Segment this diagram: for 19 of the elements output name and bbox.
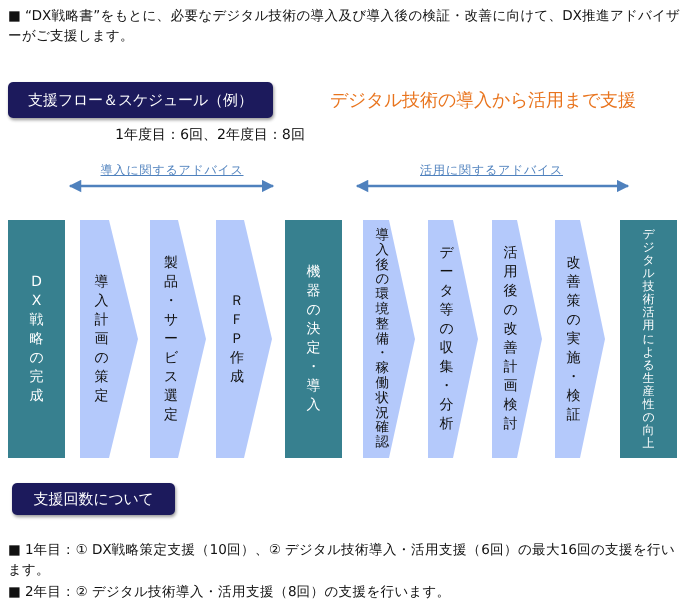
step-text: 改善策の実施・検証 xyxy=(566,254,582,424)
step-text: ＲＦＰ作成 xyxy=(228,292,245,386)
advice-label: 導入に関するアドバイス xyxy=(100,162,244,179)
session-count: 1年度目：6回、2年度目：8回 xyxy=(114,126,306,144)
step-text: 導入後の環境整備・稼働状況確認 xyxy=(374,228,390,450)
step-text: 機器の決定・導入 xyxy=(305,263,322,415)
heading-badge: 支援フロー＆スケジュール（例） xyxy=(8,82,273,118)
step-text: 製品・サービス選定 xyxy=(162,254,179,424)
subheading: デジタル技術の導入から活用まで支援 xyxy=(330,89,636,112)
step-text: デジタル技術活用による生産性の向上 xyxy=(641,228,656,450)
step-text: 活用後の改善計画検討 xyxy=(502,244,519,434)
advice-label: 活用に関するアドバイス xyxy=(419,162,564,179)
step-text: データ等の収集・分析 xyxy=(438,244,455,434)
step-text: 導入計画の策定 xyxy=(94,272,110,406)
intro-text: ■ “DX戦略書”をもとに、必要なデジタル技術の導入及び導入後の検証・改善に向けて、DX推進アドバイザーがご支援します。 xyxy=(8,7,681,46)
note-text: ■ 2年目：② デジタル技術導入・活用支援（8回）の支援を行います。 xyxy=(8,583,452,602)
note-text: ■ 1年目：① DX戦略策定支援（10回）、② デジタル技術導入・活用支援（6回）の最大16回の支援を行います。 xyxy=(8,541,676,580)
heading-badge: 支援回数について xyxy=(12,483,175,515)
step-text: DX戦略の完成 xyxy=(28,272,44,406)
